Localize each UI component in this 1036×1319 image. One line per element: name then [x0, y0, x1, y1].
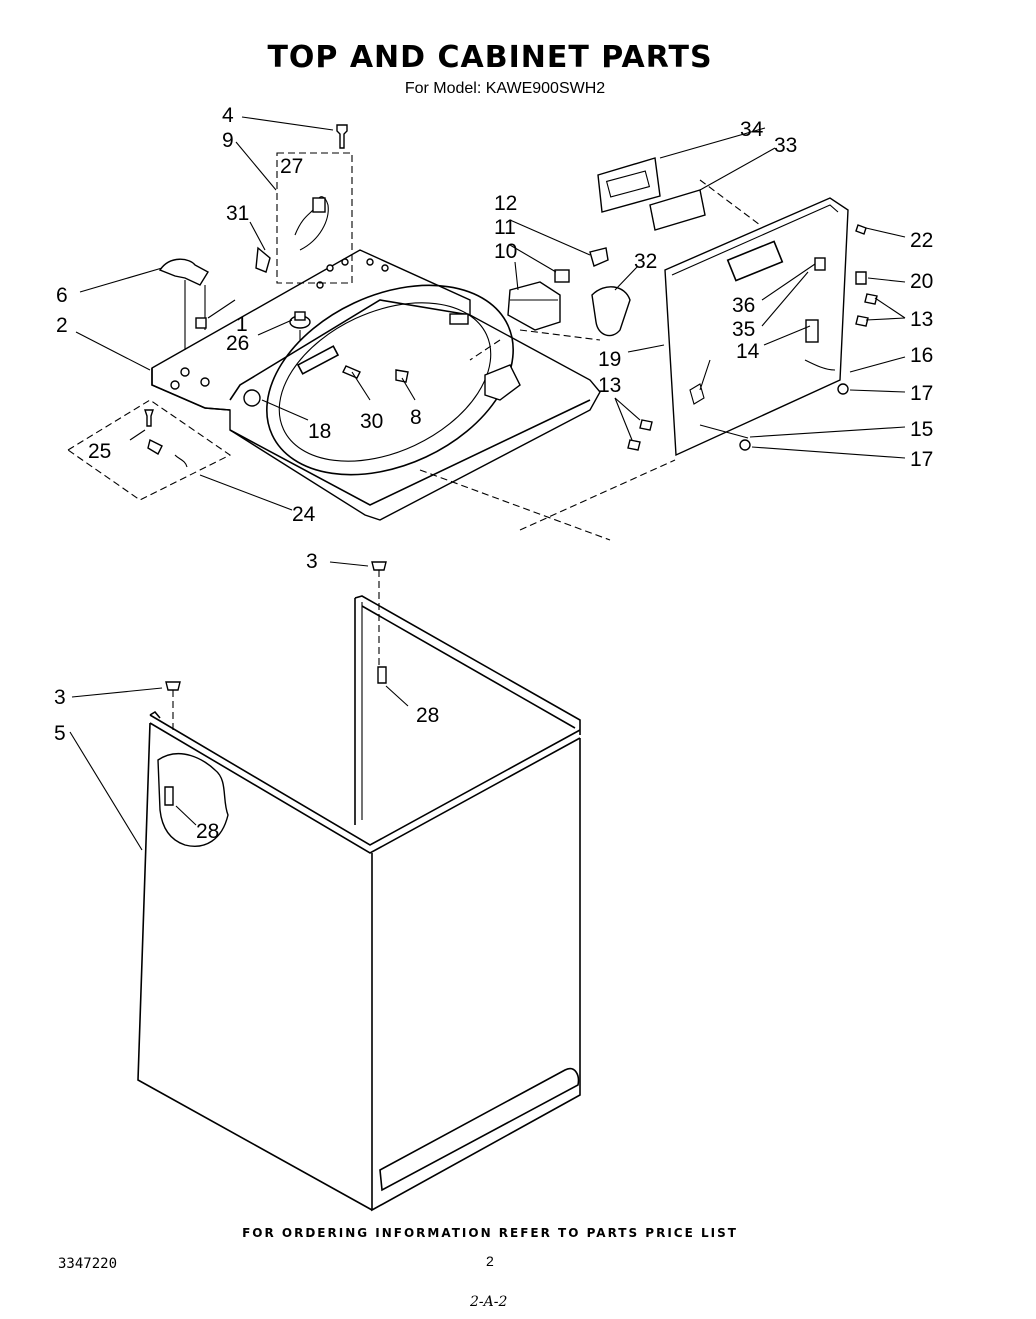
callout-31: 31 — [226, 202, 249, 225]
callout-2: 2 — [56, 314, 68, 337]
callout-24: 24 — [292, 503, 316, 526]
callout-28b: 28 — [196, 820, 219, 843]
callout-8: 8 — [410, 406, 422, 429]
callout-19: 19 — [598, 348, 621, 371]
small-parts — [66, 124, 676, 541]
callout-33: 33 — [774, 134, 797, 157]
leader-lines — [69, 116, 906, 851]
callout-9: 9 — [222, 129, 234, 152]
callout-27: 27 — [280, 155, 303, 178]
callout-10: 10 — [494, 240, 517, 263]
model-subtitle: For Model: KAWE900SWH2 — [404, 80, 606, 97]
callout-26: 26 — [226, 332, 249, 355]
callout-34: 34 — [740, 118, 764, 141]
washer-top-assembly — [151, 249, 601, 521]
callout-4: 4 — [222, 104, 234, 127]
callout-28a: 28 — [416, 704, 439, 727]
callout-13a: 13 — [910, 308, 933, 331]
callout-36: 36 — [732, 294, 755, 317]
callout-labels: 1 2 3 3 4 5 6 8 9 10 11 12 13 13 14 15 1… — [54, 104, 933, 843]
callout-1: 1 — [236, 313, 248, 336]
callout-25: 25 — [88, 440, 111, 463]
page-title: TOP AND CABINET PARTS — [267, 40, 713, 75]
callout-35: 35 — [732, 318, 755, 341]
callout-13b: 13 — [598, 374, 621, 397]
page-number: 2 — [486, 1253, 494, 1269]
callout-16: 16 — [910, 344, 933, 367]
callout-22: 22 — [910, 229, 933, 252]
console-assembly — [597, 157, 878, 457]
callout-14: 14 — [736, 340, 760, 363]
callout-17a: 17 — [910, 382, 933, 405]
callout-11: 11 — [494, 216, 516, 239]
callout-30: 30 — [360, 410, 383, 433]
callout-17b: 17 — [910, 448, 933, 471]
callout-3b: 3 — [54, 686, 66, 709]
callout-20: 20 — [910, 270, 933, 293]
callout-18: 18 — [308, 420, 331, 443]
ordering-note: FOR ORDERING INFORMATION REFER TO PARTS … — [242, 1226, 738, 1240]
callout-32: 32 — [634, 250, 657, 273]
callout-5: 5 — [54, 722, 66, 745]
callout-12: 12 — [494, 192, 517, 215]
handwritten-note: 2-A-2 — [470, 1294, 508, 1310]
callout-15: 15 — [910, 418, 933, 441]
document-number: 3347220 — [58, 1256, 118, 1272]
cabinet-assembly — [137, 561, 581, 1212]
callout-6: 6 — [56, 284, 68, 307]
callout-3a: 3 — [306, 550, 318, 573]
